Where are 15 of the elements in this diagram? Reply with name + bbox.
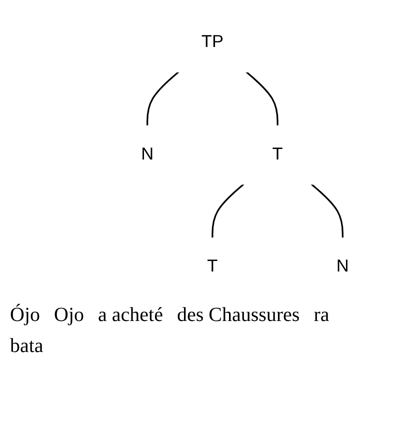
node-text: N	[141, 145, 154, 164]
connector	[246, 71, 278, 126]
word-label: bata	[10, 335, 44, 358]
node-text: N	[336, 258, 349, 276]
connector	[146, 71, 180, 126]
node-text: T	[272, 145, 283, 164]
word-label: a acheté	[98, 304, 163, 327]
word-label: des Chaussures	[176, 304, 300, 327]
node-text: TP	[201, 33, 224, 52]
word-label: Ojo	[54, 304, 84, 327]
word-label: ra	[314, 304, 330, 327]
connector	[212, 184, 244, 238]
node-text: T	[207, 258, 218, 276]
connector	[310, 184, 344, 238]
word-label: Ójo	[10, 304, 40, 327]
